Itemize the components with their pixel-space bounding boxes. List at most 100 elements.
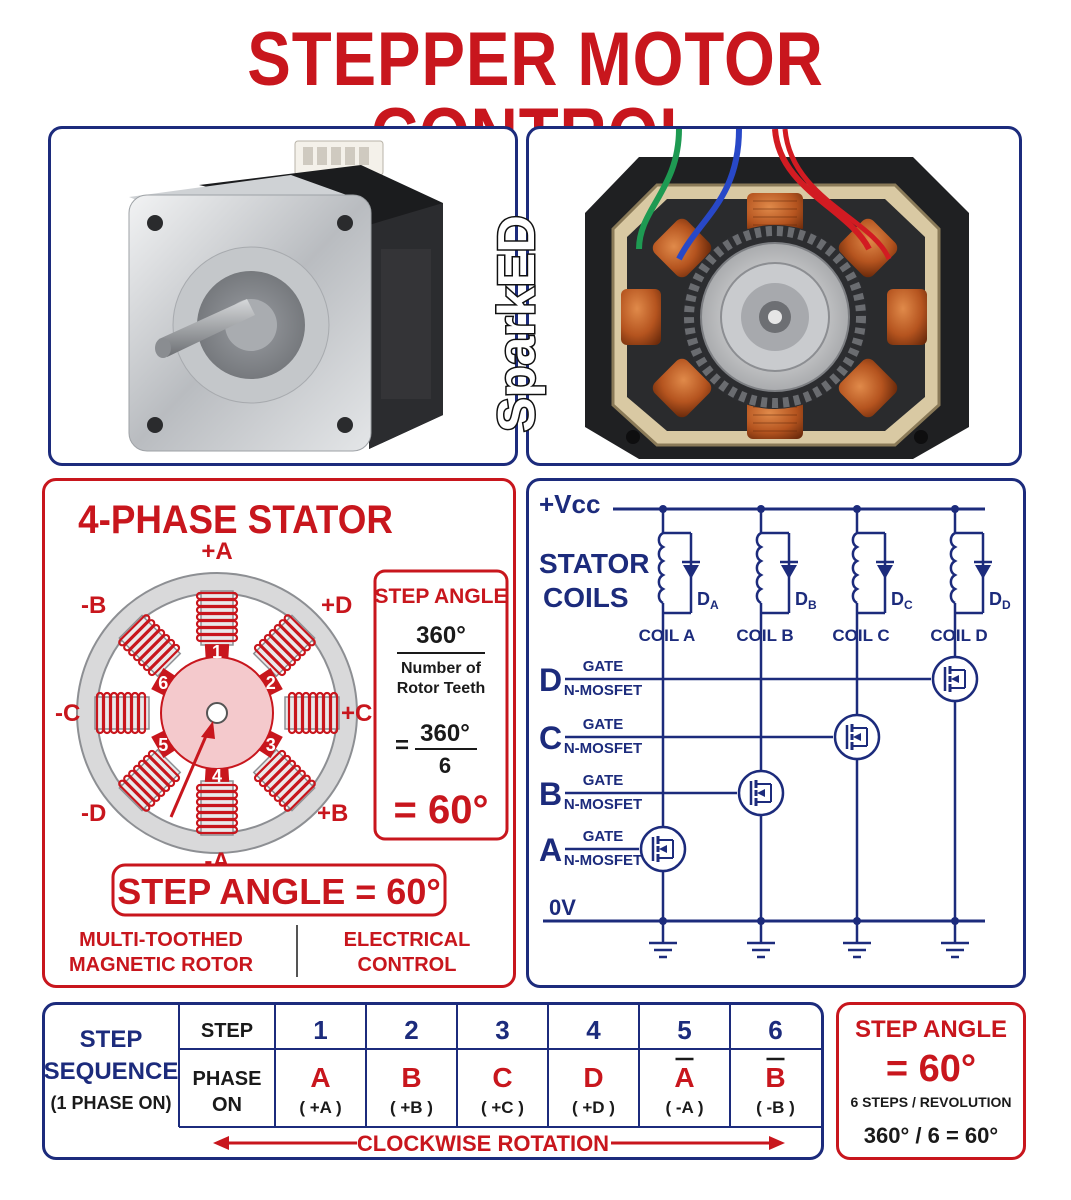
channel-letter: C [539, 720, 562, 756]
stator-internal-illustration [585, 128, 969, 459]
sequence-label-2: SEQUENCE [45, 1058, 178, 1085]
rotor-tooth-number: 4 [212, 766, 222, 786]
phase-letter: A [310, 1062, 330, 1093]
phase-letter: A [674, 1062, 694, 1093]
channel-letter: A [539, 832, 562, 868]
gate-channel: A GATE N-MOSFET [539, 825, 687, 873]
phase-letter: D [583, 1062, 603, 1093]
gate-channel: D GATE N-MOSFET [539, 655, 979, 703]
sequence-label-3: (1 PHASE ON) [50, 1093, 171, 1113]
mosfet-type-label: N-MOSFET [564, 796, 642, 813]
step-number: 6 [768, 1015, 782, 1045]
gate-label: GATE [583, 658, 624, 675]
stator-pole [118, 614, 182, 678]
coil-label: COIL C [832, 626, 889, 645]
step-angle-banner: STEP ANGLE = 60° [117, 871, 441, 912]
rotor [151, 644, 283, 818]
stator-title: 4-PHASE STATOR [78, 498, 393, 543]
caption-control-1: ELECTRICAL [344, 929, 471, 951]
pole-label-left: -C [55, 700, 80, 727]
fraction-numerator: 360° [416, 622, 466, 649]
equals-sign: = [395, 732, 409, 759]
stator-pole [252, 748, 316, 812]
stator-pole [195, 590, 239, 646]
step-number: 3 [495, 1015, 509, 1045]
pole-label-bottom-left: -D [81, 800, 106, 827]
caption-rotor-1: MULTI-TOOTHED [79, 929, 243, 951]
coil-label: COIL D [930, 626, 987, 645]
step-number: 2 [404, 1015, 418, 1045]
step-number: 1 [313, 1015, 327, 1045]
rotor-tooth-number: 5 [158, 735, 168, 755]
rotor-tooth-number: 3 [266, 735, 276, 755]
phase-note: ( +C ) [481, 1098, 524, 1117]
stator-photo-panel [526, 126, 1022, 466]
step-angle-result: = 60° [394, 788, 489, 832]
coil-winding [118, 749, 181, 812]
step-number: 5 [677, 1015, 691, 1045]
mosfet-type-label: N-MOSFET [564, 682, 642, 699]
stator-pole [118, 748, 182, 812]
rotor-tooth-number: 6 [158, 673, 168, 693]
gate-channel: B GATE N-MOSFET [539, 769, 785, 817]
phase-note: ( -B ) [756, 1098, 795, 1117]
stator-pole [284, 691, 340, 735]
coil-winding [253, 614, 316, 677]
fraction-denominator-1: Number of [401, 660, 482, 677]
diode-label: DA [697, 589, 719, 612]
stator-pole [94, 691, 150, 735]
phase-note: ( +B ) [390, 1098, 433, 1117]
summary-heading: STEP ANGLE [855, 1016, 1007, 1043]
summary-formula: 360° / 6 = 60° [864, 1123, 998, 1148]
coil-winding [287, 691, 339, 735]
n-mosfet-symbol [639, 825, 687, 873]
watermark-text: SparkED [488, 215, 546, 432]
gate-label: GATE [583, 716, 624, 733]
caption-control-2: CONTROL [358, 954, 457, 976]
phase-note: ( -A ) [665, 1098, 703, 1117]
coil-winding [195, 591, 239, 643]
gate-label: GATE [583, 772, 624, 789]
phase-letter: B [401, 1062, 421, 1093]
rotation-label: CLOCKWISE ROTATION [357, 1131, 609, 1156]
ground-label: 0V [549, 895, 576, 920]
row-label-phase-1: PHASE [193, 1068, 262, 1090]
stator-coils-label-2: COILS [543, 582, 629, 613]
gate-channel: C GATE N-MOSFET [539, 713, 881, 761]
step-sequence-table: STEP SEQUENCE (1 PHASE ON) STEP PHASE ON… [44, 1005, 821, 1156]
stepper-motor-illustration [128, 140, 443, 452]
step-angle-box: STEP ANGLE 360° Number of Rotor Teeth = … [373, 569, 509, 841]
diode-label: DD [989, 589, 1011, 612]
coil-winding [195, 783, 239, 835]
step-number: 4 [586, 1015, 601, 1045]
step-sequence-panel: STEP SEQUENCE (1 PHASE ON) STEP PHASE ON… [42, 1002, 824, 1160]
gate-label: GATE [583, 828, 624, 845]
channel-letter: D [539, 662, 562, 698]
sparked-watermark: SparkED [487, 214, 548, 434]
fraction2-denominator: 6 [439, 753, 451, 778]
diode-label: DC [891, 589, 913, 612]
stator-coils-label-1: STATOR [539, 548, 649, 579]
n-mosfet-symbol [931, 655, 979, 703]
summary-steps-rev: 6 STEPS / REVOLUTION [850, 1094, 1011, 1110]
phase-note: ( +D ) [572, 1098, 615, 1117]
phase-note: ( +A ) [299, 1098, 341, 1117]
n-mosfet-symbol [737, 769, 785, 817]
step-angle-summary: STEP ANGLE = 60° 6 STEPS / REVOLUTION 36… [850, 1016, 1011, 1148]
coil-label: COIL B [736, 626, 793, 645]
fraction2-numerator: 360° [420, 720, 470, 747]
sequence-label-1: STEP [80, 1026, 143, 1053]
phase-letter: B [765, 1062, 785, 1093]
mosfet-type-label: N-MOSFET [564, 852, 642, 869]
summary-value: = 60° [886, 1048, 976, 1090]
mosfet-type-label: N-MOSFET [564, 740, 642, 757]
vcc-label: +Vcc [539, 489, 600, 519]
channel-letter: B [539, 776, 562, 812]
pole-label-right: +C [341, 700, 372, 727]
